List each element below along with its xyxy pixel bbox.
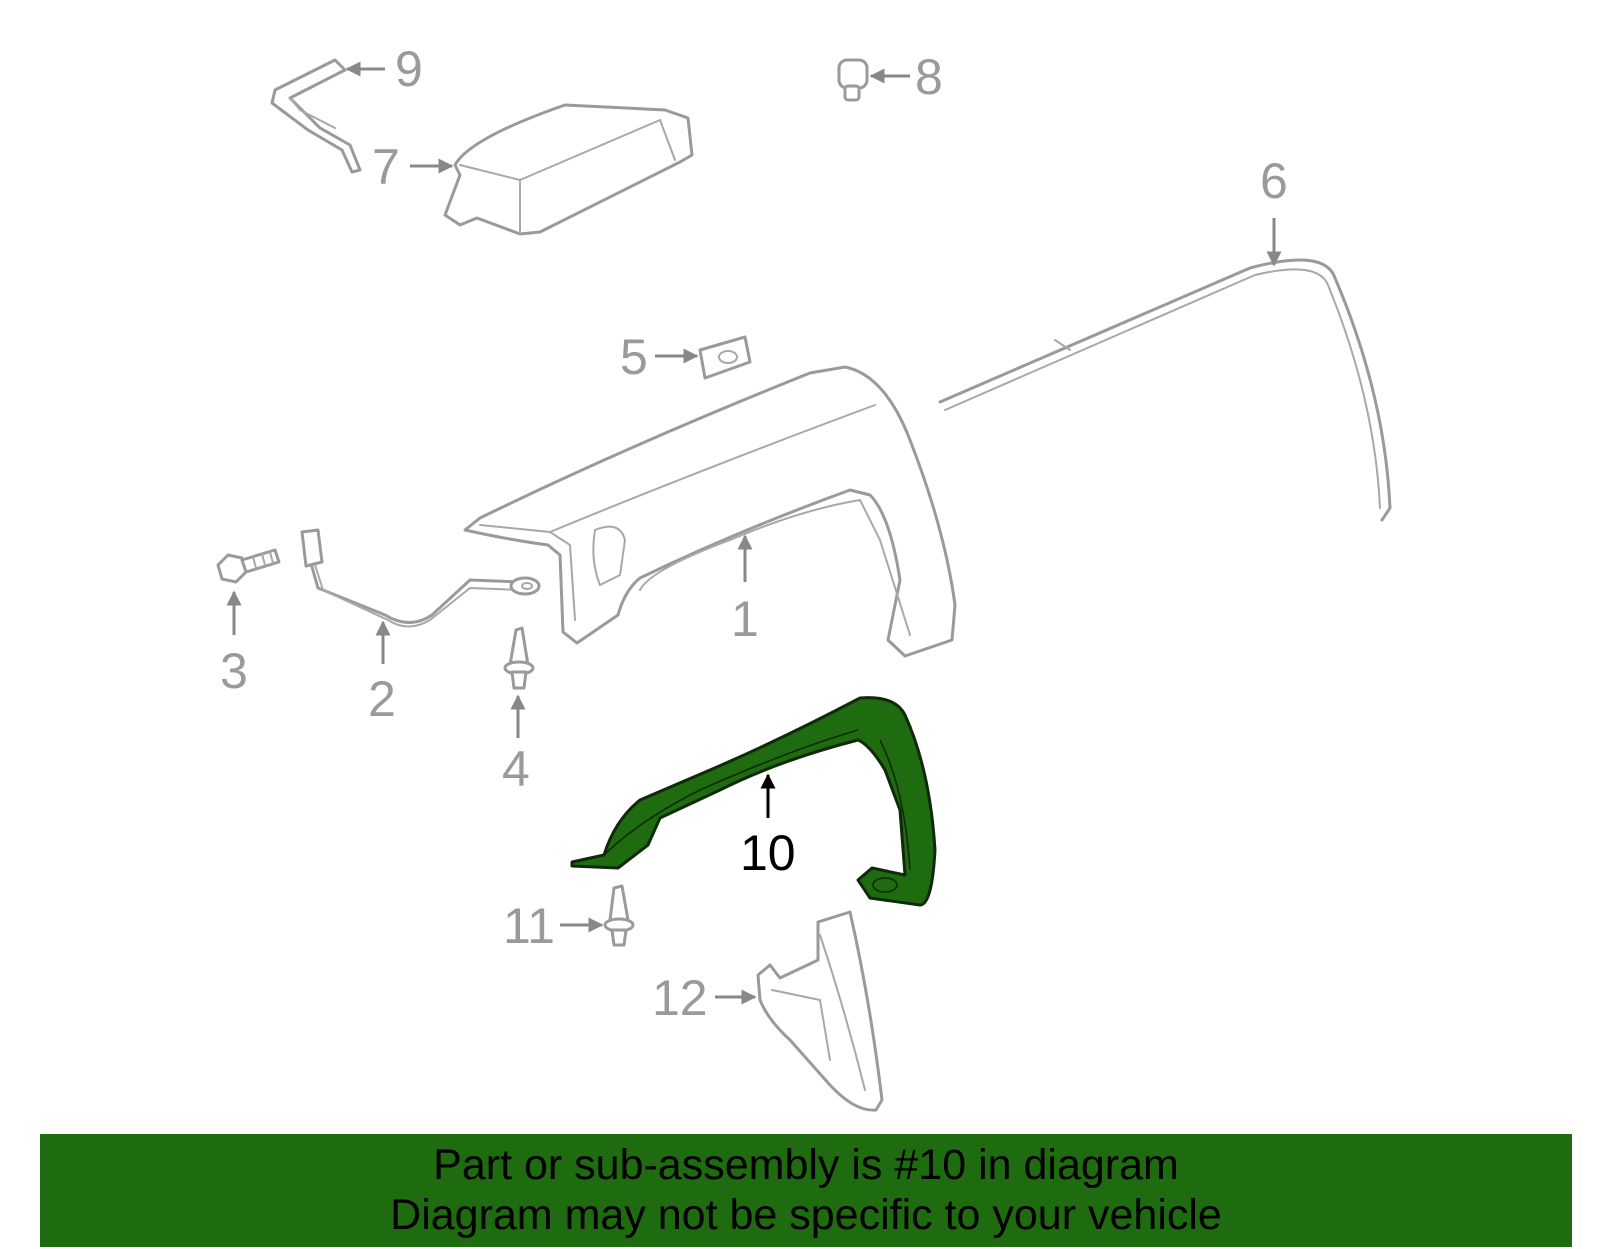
svg-text:8: 8 bbox=[915, 49, 943, 105]
footer-line-1: Part or sub-assembly is #10 in diagram bbox=[433, 1141, 1179, 1189]
svg-text:5: 5 bbox=[620, 329, 648, 385]
part-4-retainer bbox=[503, 626, 535, 690]
callout-3: 3 bbox=[220, 590, 248, 699]
svg-text:10: 10 bbox=[740, 825, 796, 881]
callout-11: 11 bbox=[503, 898, 604, 954]
footer-line-2: Diagram may not be specific to your vehi… bbox=[390, 1191, 1222, 1239]
part-10-flare-highlighted bbox=[570, 696, 937, 907]
part-7-cover bbox=[443, 103, 694, 236]
part-11-retainer bbox=[603, 884, 635, 947]
callout-7: 7 bbox=[372, 139, 454, 195]
callout-9: 9 bbox=[345, 41, 423, 97]
callout-6: 6 bbox=[1260, 153, 1288, 267]
svg-text:1: 1 bbox=[731, 591, 759, 647]
callout-5: 5 bbox=[620, 329, 699, 385]
callout-1: 1 bbox=[731, 534, 759, 647]
part-8-pin bbox=[837, 58, 869, 102]
part-3-bolt bbox=[216, 548, 281, 584]
callout-8: 8 bbox=[869, 49, 943, 105]
part-1-fender bbox=[463, 365, 957, 658]
callout-2: 2 bbox=[368, 620, 396, 727]
part-12-mudflap bbox=[756, 910, 884, 1112]
svg-text:12: 12 bbox=[652, 970, 708, 1026]
part-9-bracket bbox=[270, 58, 362, 174]
svg-text:2: 2 bbox=[368, 671, 396, 727]
part-6-molding bbox=[938, 258, 1392, 522]
callout-4: 4 bbox=[502, 694, 530, 797]
part-2-brace bbox=[300, 528, 541, 628]
footer-banner: Part or sub-assembly is #10 in diagram D… bbox=[40, 1134, 1572, 1247]
svg-text:6: 6 bbox=[1260, 153, 1288, 209]
svg-text:11: 11 bbox=[503, 898, 555, 954]
svg-text:9: 9 bbox=[395, 41, 423, 97]
svg-text:3: 3 bbox=[220, 643, 248, 699]
callout-10: 10 bbox=[740, 773, 796, 881]
part-5-clip bbox=[698, 335, 752, 380]
svg-text:7: 7 bbox=[372, 139, 400, 195]
svg-text:4: 4 bbox=[502, 741, 530, 797]
callout-12: 12 bbox=[652, 970, 757, 1026]
